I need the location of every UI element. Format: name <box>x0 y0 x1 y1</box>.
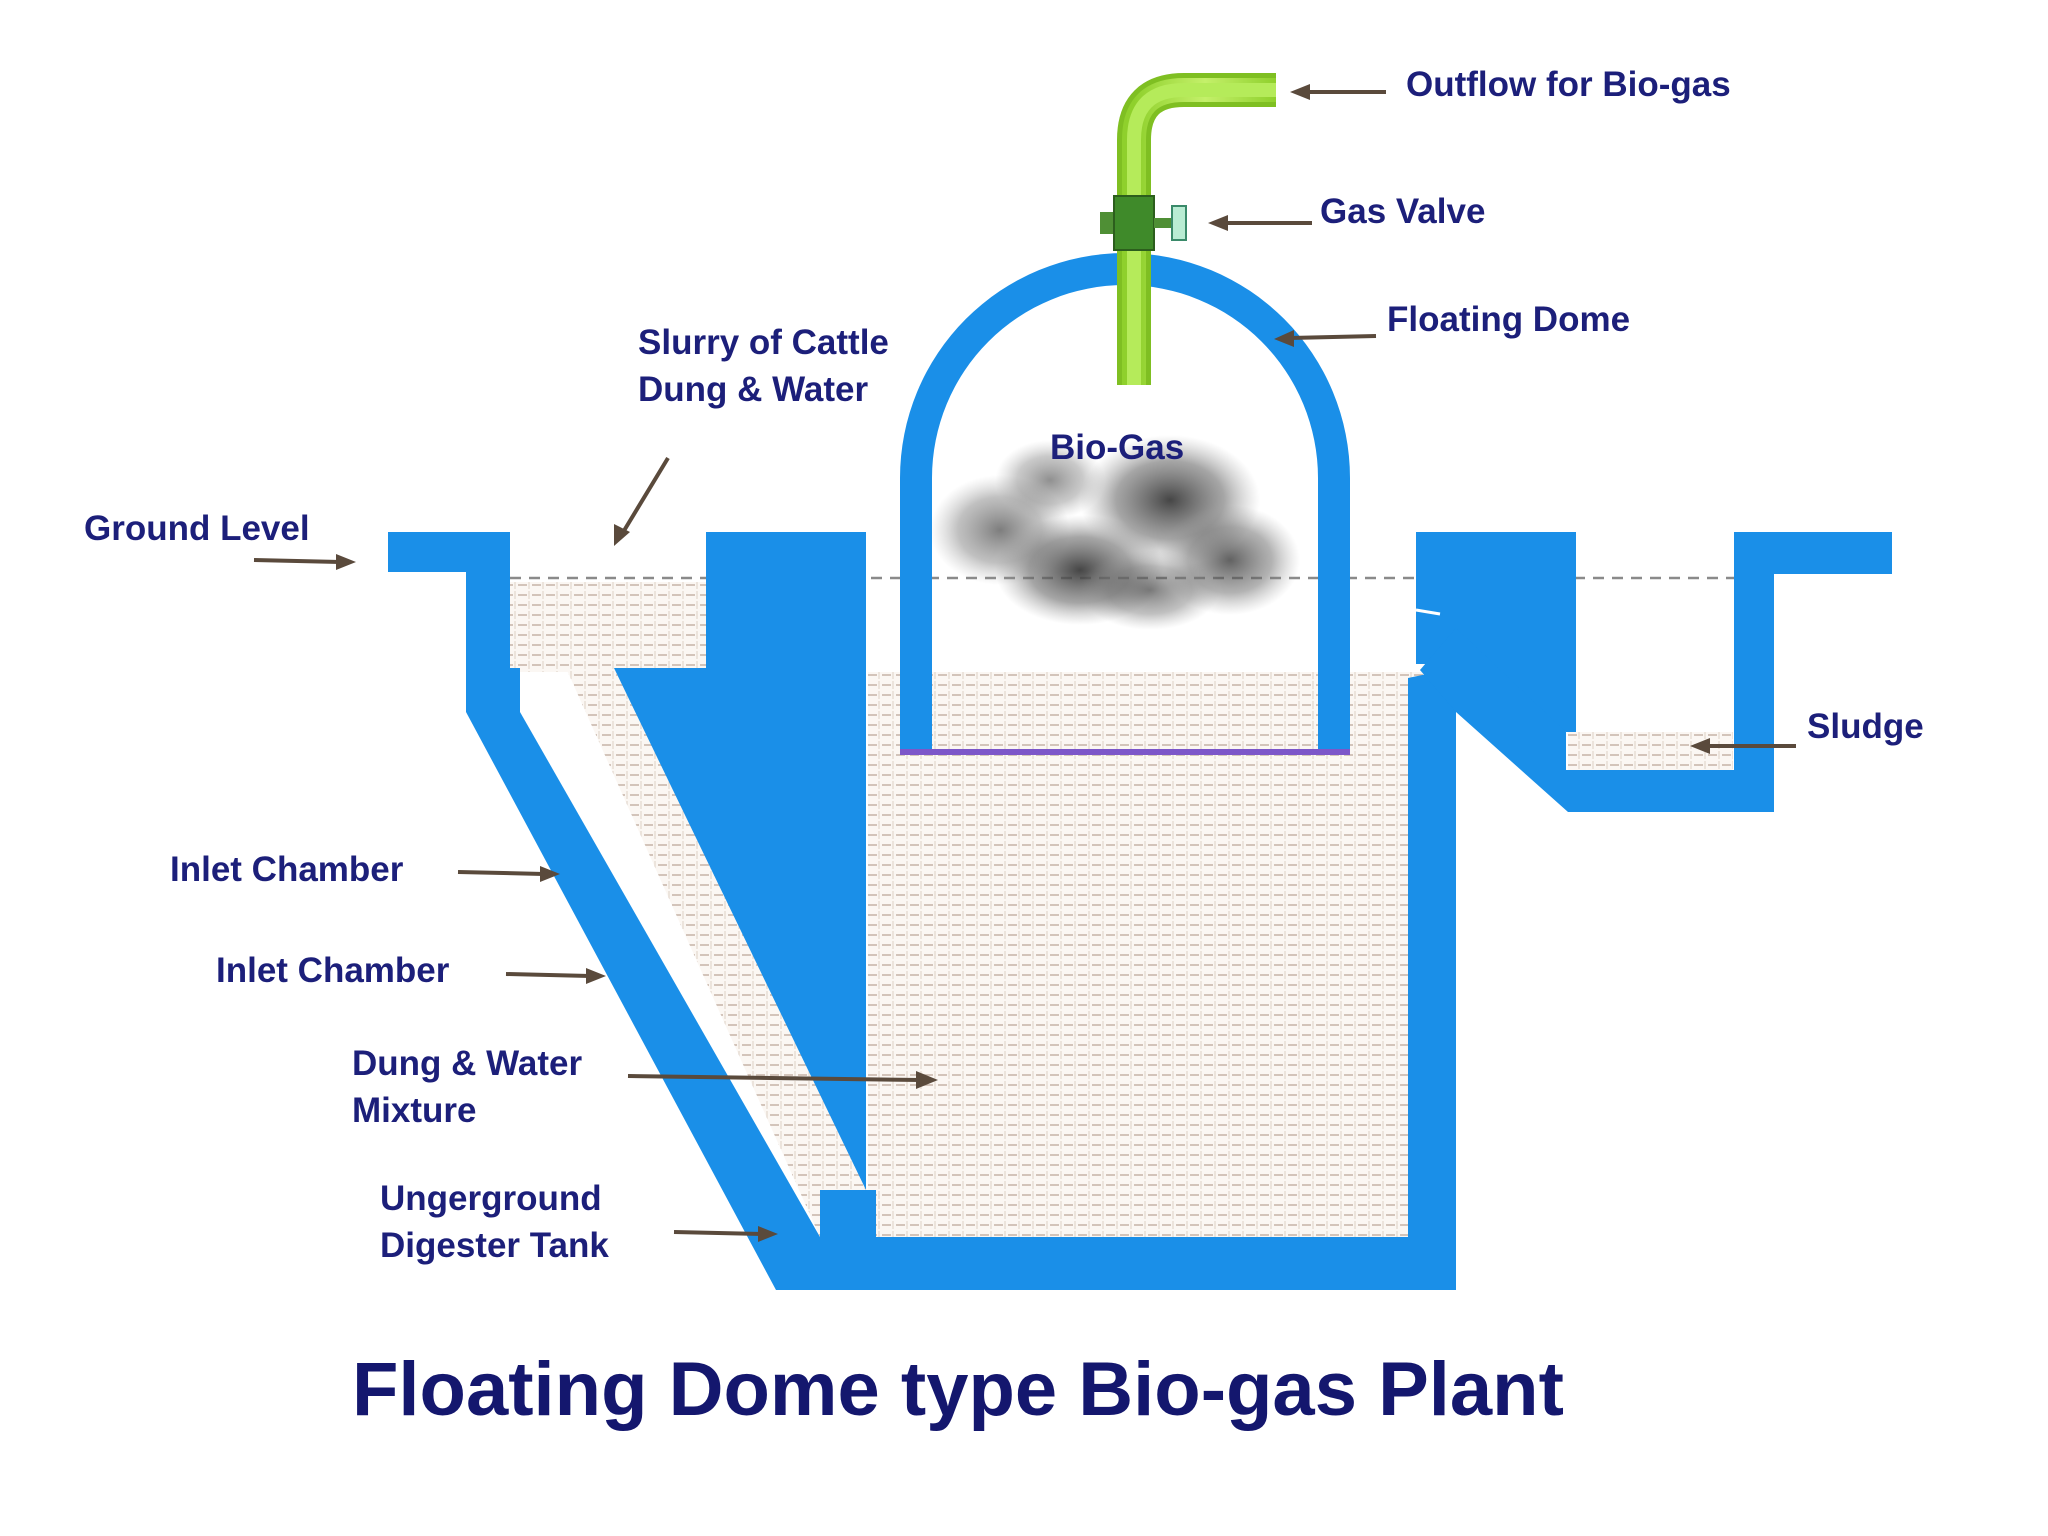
label-sludge: Sludge <box>1807 707 1924 746</box>
label-ground-level: Ground Level <box>84 509 310 548</box>
bio-gas-cloud <box>930 435 1300 630</box>
label-arrows <box>253 84 1796 1242</box>
inlet-outer-wall <box>466 712 820 1290</box>
label-floating-dome: Floating Dome <box>1387 300 1630 339</box>
label-slurry-line2: Dung & Water <box>638 370 868 409</box>
outlet-block <box>1416 532 1576 732</box>
label-mixture-line2: Mixture <box>352 1091 476 1130</box>
sludge-pit-wall <box>1420 532 1774 812</box>
label-slurry-line1: Slurry of Cattle <box>638 323 889 362</box>
slurry-fill <box>510 582 1733 1237</box>
label-mixture-line1: Dung & Water <box>352 1044 582 1083</box>
label-tank-line2: Digester Tank <box>380 1226 609 1265</box>
right-ground-ledge <box>1734 532 1892 574</box>
gas-outflow-pipe <box>1117 73 1276 385</box>
label-bio-gas: Bio-Gas <box>1050 428 1184 467</box>
label-tank-line1: Ungerground <box>380 1179 602 1218</box>
inlet-inner-wall <box>614 532 866 1190</box>
gas-valve <box>1100 195 1187 251</box>
diagram-title: Floating Dome type Bio-gas Plant <box>352 1347 1564 1432</box>
label-outflow: Outflow for Bio-gas <box>1406 65 1731 104</box>
label-inlet-chamber-1: Inlet Chamber <box>170 850 404 889</box>
inlet-chamber-wall <box>388 532 566 712</box>
label-inlet-chamber-2: Inlet Chamber <box>216 951 450 990</box>
label-gas-valve: Gas Valve <box>1320 192 1485 231</box>
plant-structure <box>388 532 1892 1290</box>
